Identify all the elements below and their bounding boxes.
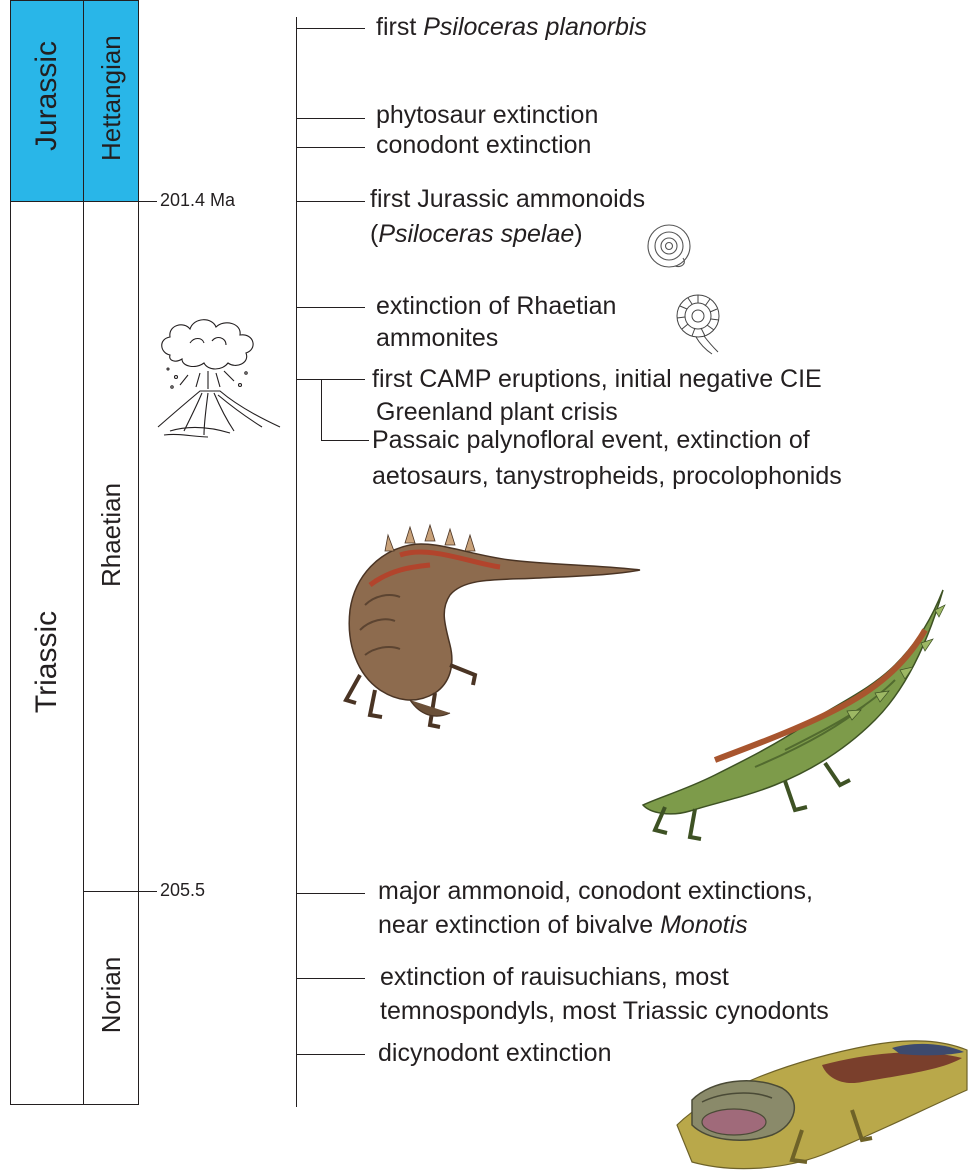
- ammonite-icon: [674, 292, 722, 354]
- event-first-jurassic-ammonoids: first Jurassic ammonoids (Psiloceras spe…: [370, 185, 645, 249]
- event-tick-3: [297, 147, 365, 148]
- event-tick-11: [297, 1054, 365, 1055]
- event-tick-4: [297, 201, 365, 202]
- event-timeline-axis: [296, 17, 297, 1107]
- event-major-ammonoid-conodont: major ammonoid, conodont extinctions, ne…: [378, 877, 813, 940]
- event-tick-9: [297, 893, 365, 894]
- ammonite-icon: [645, 222, 693, 270]
- event-tick-6: [297, 379, 365, 380]
- triassic-label: Triassic: [30, 602, 64, 722]
- event-tick-10: [297, 978, 365, 979]
- event-first-camp-eruptions: first CAMP eruptions, initial negative C…: [372, 365, 822, 394]
- event-tick-1: [297, 28, 365, 29]
- event-rhaetian-ammonites-extinction: extinction of Rhaetian ammonites: [376, 292, 616, 353]
- rhaetian-base-age: 205.5: [160, 880, 205, 901]
- bracket-vertical: [321, 379, 322, 441]
- hettangian-label: Hettangian: [96, 41, 126, 161]
- dicynodont-illustration: [672, 1030, 971, 1173]
- event-first-psiloceras-planorbis: first Psiloceras planorbis: [376, 13, 647, 42]
- aetosaur-illustration: [340, 515, 645, 730]
- event-tick-8: [321, 440, 369, 441]
- event-conodont-extinction: conodont extinction: [376, 131, 591, 160]
- rhaetian-boundary-tick: [139, 891, 157, 892]
- event-rauisuchian-extinction: extinction of rauisuchians, most temnosp…: [380, 963, 829, 1026]
- event-greenland-plant-crisis: Greenland plant crisis: [376, 398, 618, 427]
- rhaetian-label: Rhaetian: [96, 479, 126, 591]
- norian-label: Norian: [96, 946, 126, 1044]
- event-phytosaur-extinction: phytosaur extinction: [376, 101, 598, 130]
- event-dicynodont-extinction: dicynodont extinction: [378, 1039, 611, 1068]
- jurassic-label: Jurassic: [30, 51, 64, 151]
- event-tick-2: [297, 118, 365, 119]
- hettangian-base-age: 201.4 Ma: [160, 190, 235, 211]
- hettangian-boundary-tick: [139, 201, 157, 202]
- aetosaur-illustration: [635, 585, 950, 845]
- event-passaic-palynofloral: Passaic palynofloral event, extinction o…: [372, 426, 842, 491]
- volcano-illustration: [150, 315, 285, 440]
- event-tick-5: [297, 307, 365, 308]
